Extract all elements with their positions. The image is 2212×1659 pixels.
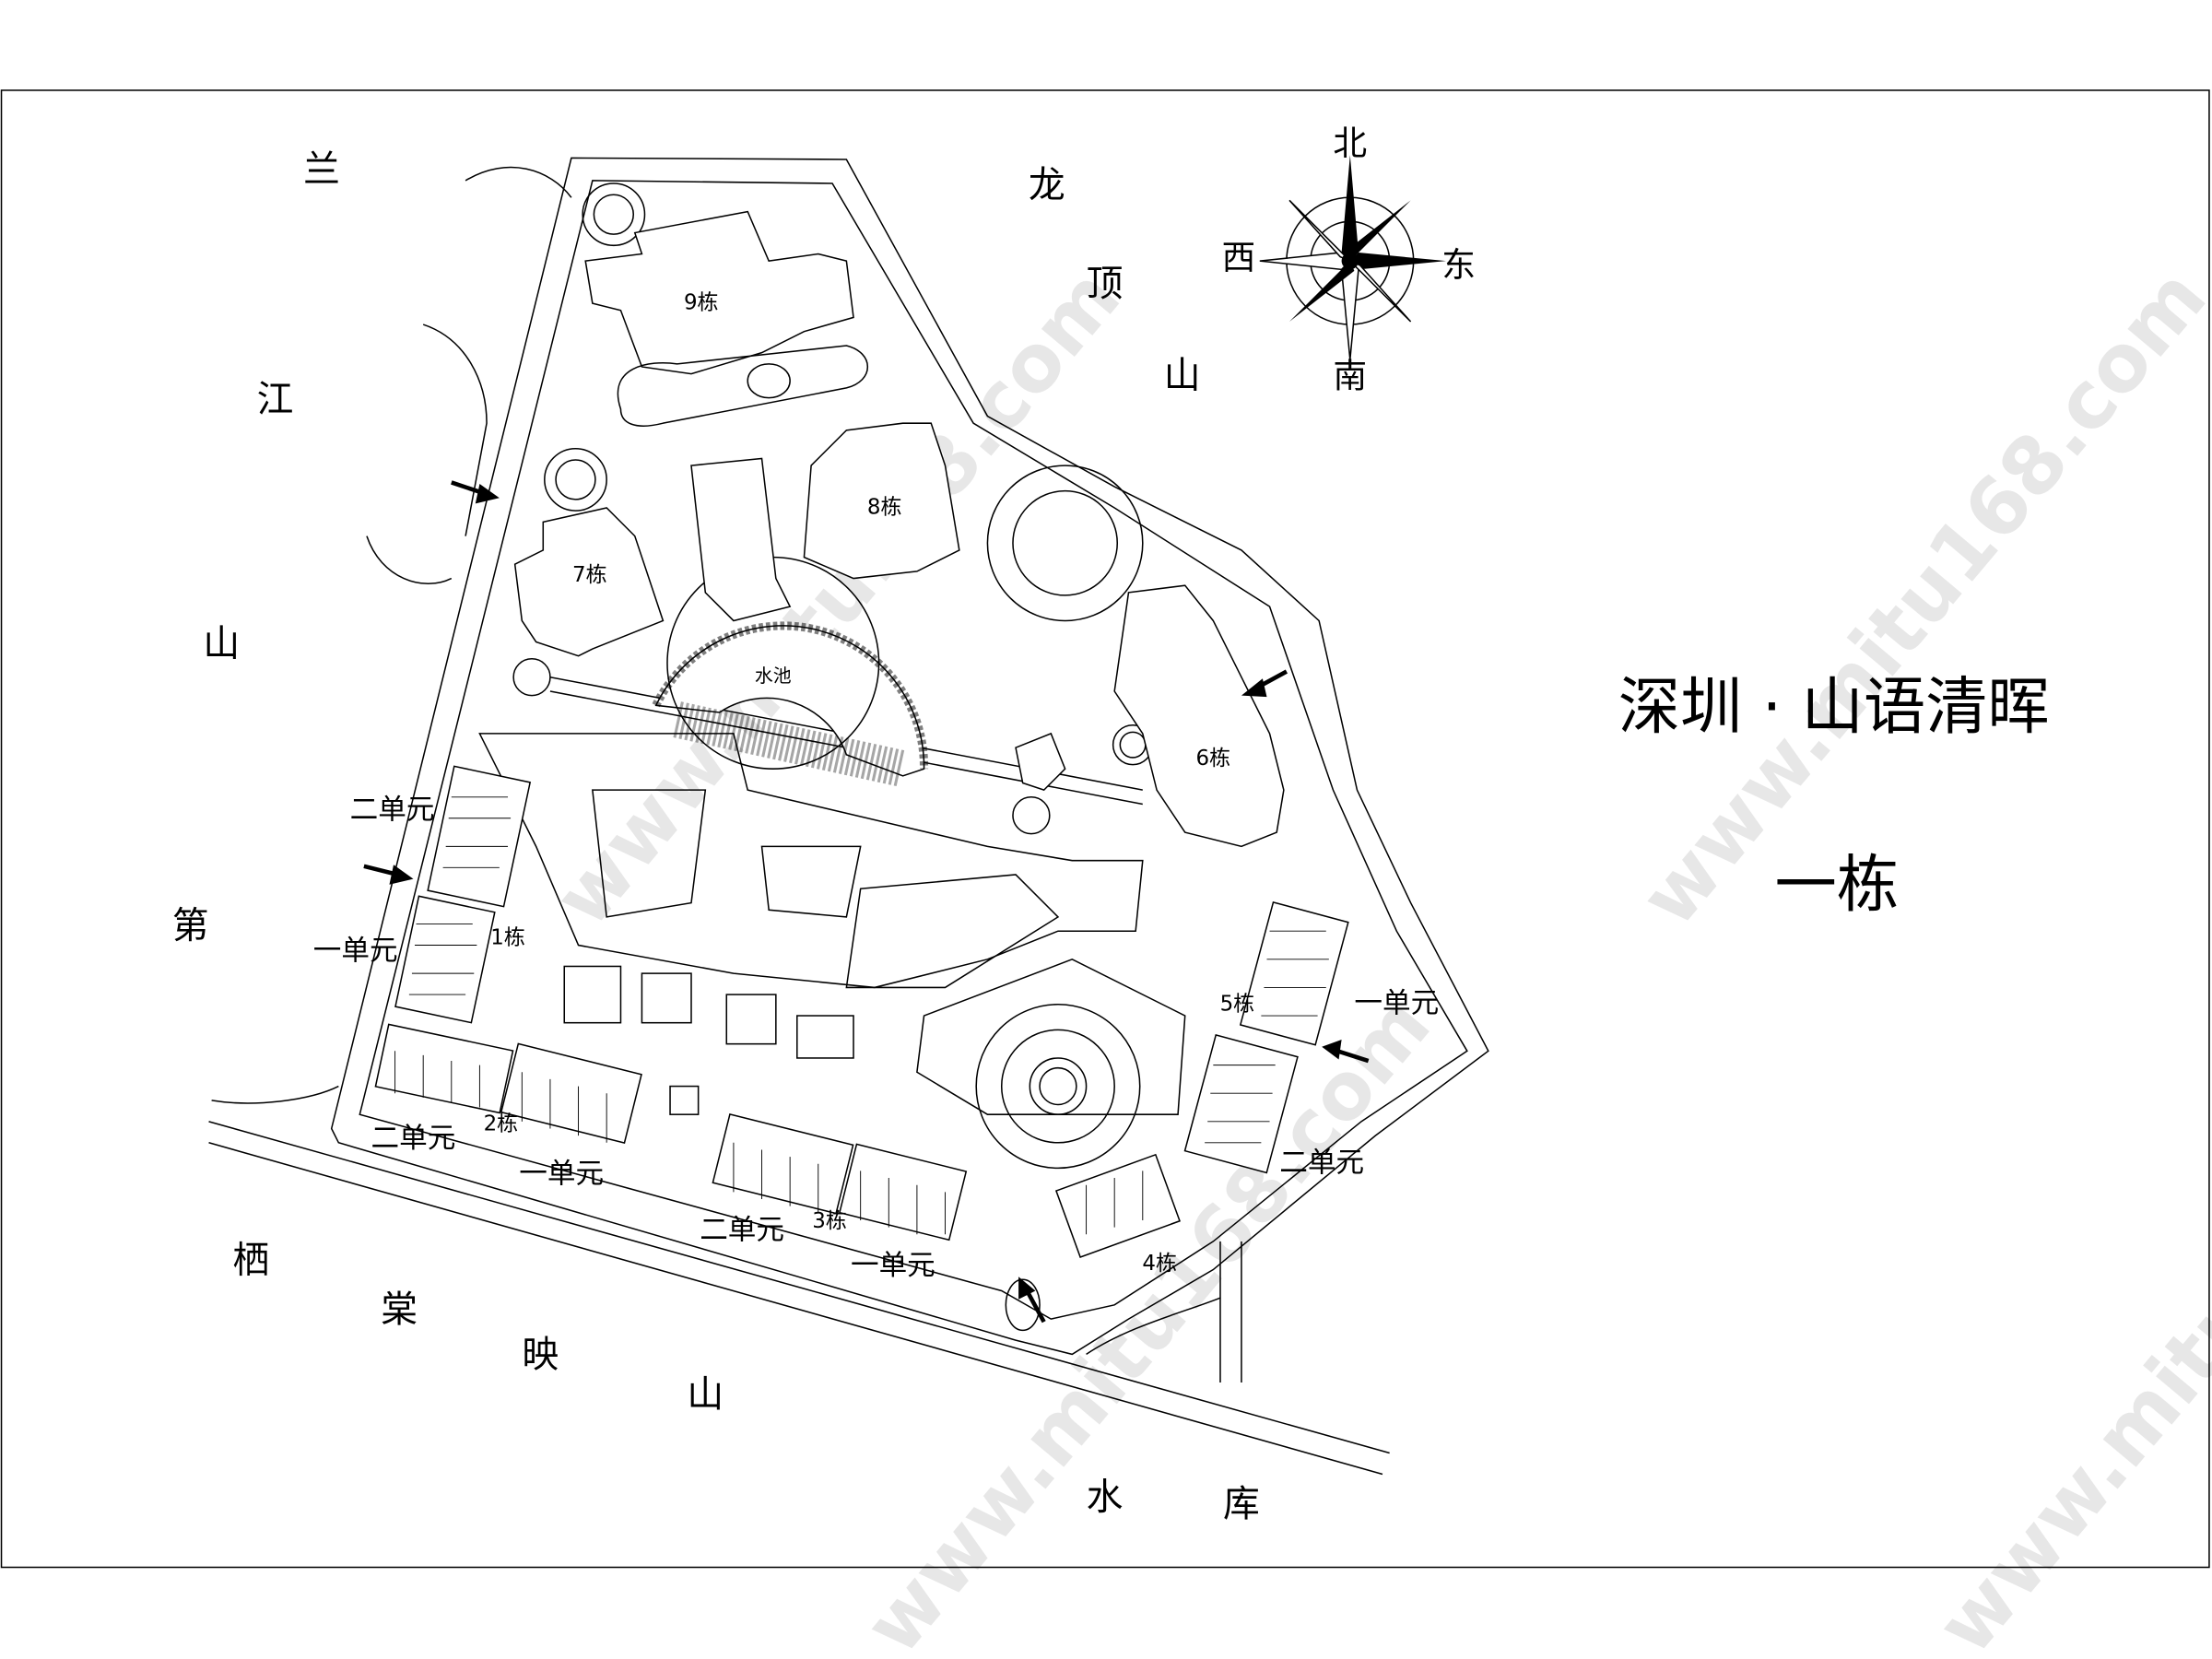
building-label-1[interactable]: 1栋 [490, 925, 525, 949]
surrounding-labels: 兰 江 山 第 栖 棠 映 山 龙 顶 山 水 库 [172, 148, 1260, 1525]
unit-labels: 二单元 一单元 二单元 一单元 二单元 一单元 一单元 二单元 [313, 794, 1439, 1282]
surrounding-label: 顶 [1087, 263, 1124, 305]
buildings [513, 210, 1285, 848]
pond-label: 水池 [755, 665, 792, 687]
building-label-7[interactable]: 7栋 [572, 563, 607, 587]
surrounding-label: 山 [1164, 355, 1201, 397]
svg-text:www.mitu168.com: www.mitu168.com [1919, 980, 2212, 1659]
building-label-3[interactable]: 3栋 [812, 1209, 847, 1233]
compass-rose-icon: 北 西 东 南 [1222, 124, 1477, 396]
building-label-4[interactable]: 4栋 [1142, 1252, 1177, 1276]
unit-label: 二单元 [1279, 1147, 1364, 1179]
entrance-arrows [363, 480, 1370, 1324]
watermark: www.mitu168.com www.mitu168.com www.mitu… [536, 252, 2212, 1659]
unit-label: 一单元 [313, 935, 398, 968]
surrounding-label: 山 [203, 623, 240, 665]
apartment-blocks [374, 765, 1349, 1258]
surrounding-label: 江 [257, 379, 294, 421]
building-label-5[interactable]: 5栋 [1220, 992, 1255, 1016]
building-title: 一栋 [1775, 848, 1900, 921]
building-label-2[interactable]: 2栋 [484, 1112, 519, 1135]
project-title: 深圳 · 山语清晖 [1618, 670, 2050, 743]
svg-text:www.mitu168.com: www.mitu168.com [1623, 252, 2212, 943]
unit-label: 二单元 [371, 1123, 456, 1155]
unit-label: 二单元 [350, 794, 435, 827]
surrounding-label: 第 [172, 905, 209, 947]
surrounding-label: 库 [1223, 1483, 1260, 1525]
site-boundary [208, 157, 1489, 1476]
building-label-8[interactable]: 8栋 [867, 496, 902, 520]
plazas [512, 182, 1154, 1332]
unit-label: 一单元 [1354, 987, 1439, 1019]
surrounding-label: 映 [522, 1334, 559, 1376]
entrance-arrow-icon [1336, 1049, 1370, 1064]
compass-south-label: 南 [1333, 357, 1367, 396]
building-label-6[interactable]: 6栋 [1196, 747, 1231, 771]
surrounding-label: 龙 [1029, 164, 1065, 206]
surrounding-label: 兰 [303, 148, 340, 191]
surrounding-label: 山 [687, 1373, 724, 1416]
surrounding-label: 棠 [381, 1288, 418, 1331]
entrance-arrow-icon [1025, 1289, 1046, 1324]
surrounding-label: 栖 [233, 1239, 270, 1281]
compass-west-label: 西 [1222, 238, 1256, 277]
unit-label: 二单元 [700, 1215, 784, 1247]
compass-north-label: 北 [1333, 124, 1367, 163]
surrounding-label: 水 [1087, 1477, 1124, 1519]
unit-label: 一单元 [519, 1159, 604, 1191]
drawing-frame [0, 89, 2210, 1569]
building-labels: 9栋 8栋 7栋 6栋 1栋 2栋 3栋 4栋 5栋 [484, 291, 1255, 1276]
unit-label: 一单元 [851, 1250, 935, 1282]
compass-east-label: 东 [1441, 245, 1476, 285]
svg-text:www.mitu168.com: www.mitu168.com [847, 980, 1448, 1659]
building-label-9[interactable]: 9栋 [684, 291, 719, 315]
